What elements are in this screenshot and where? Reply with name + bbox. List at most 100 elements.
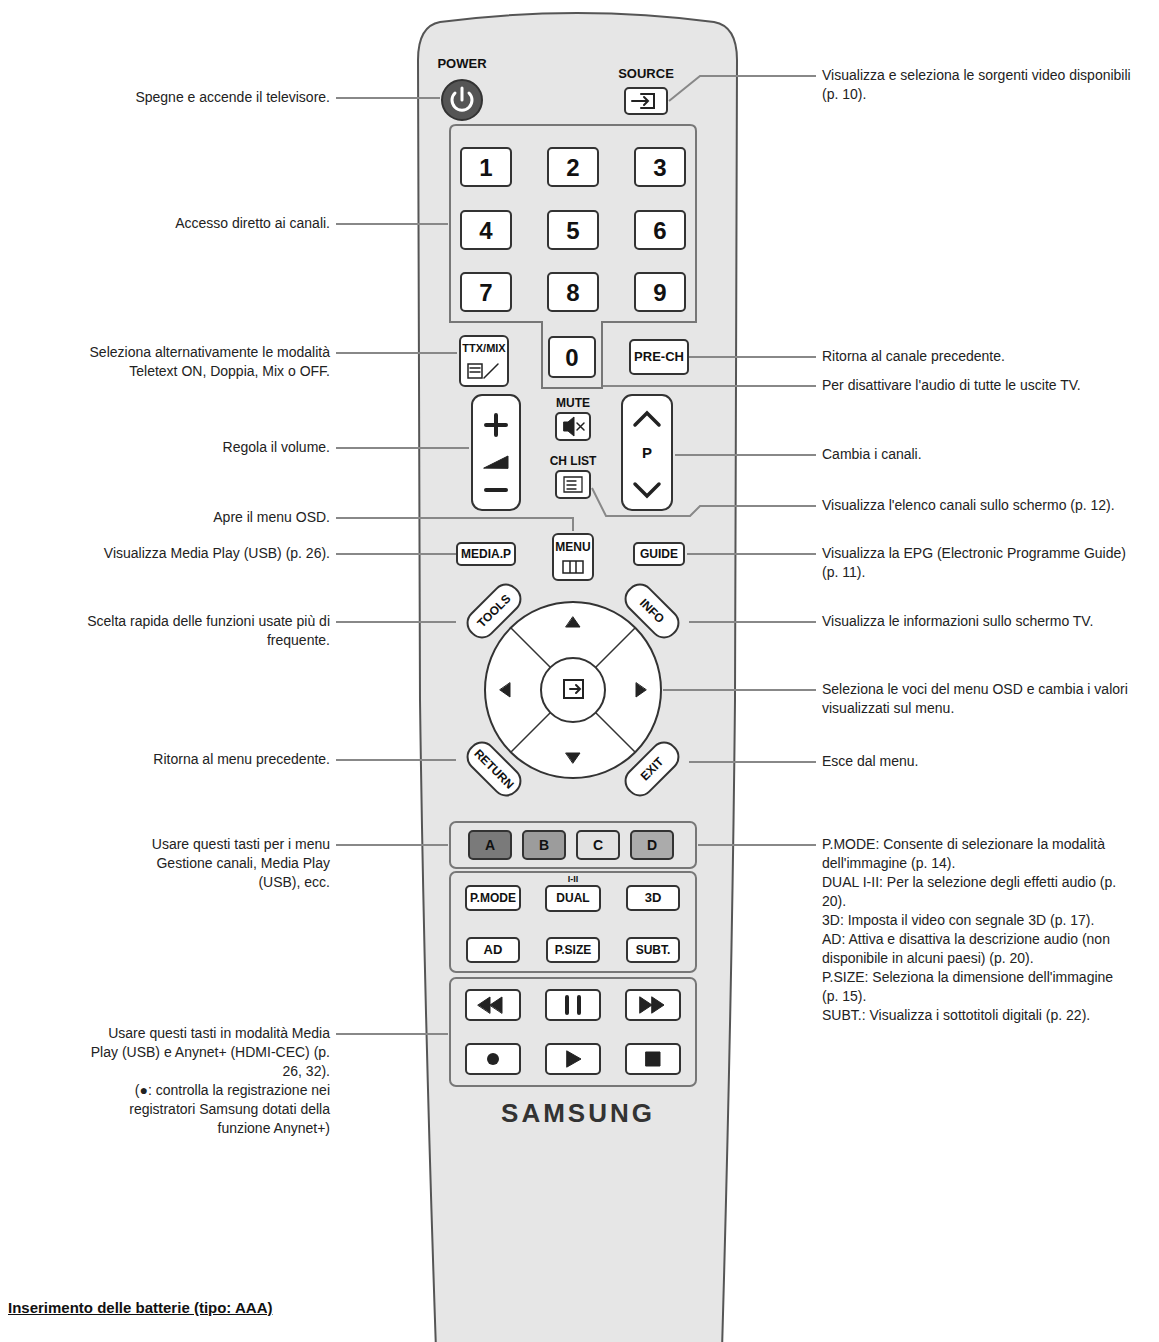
button-face — [625, 88, 667, 114]
callout-text: Seleziona alternativamente le modalità T… — [40, 343, 330, 381]
arrow-right — [636, 683, 646, 697]
button-face — [472, 395, 520, 510]
callout-text: (●: controlla la registrazione nei regis… — [80, 1081, 330, 1138]
leader-line — [669, 76, 816, 101]
leader-line — [336, 352, 457, 354]
button-label: 6 — [653, 217, 666, 244]
remote-button: AD — [466, 937, 520, 963]
button-label: I-II — [568, 873, 579, 885]
remote-button: MEDIA.P — [456, 542, 516, 566]
leader-line — [336, 553, 456, 555]
remote-body: SAMSUNGPOWERSOURCE123456789TTX/MIX0PRE-C… — [418, 15, 738, 1342]
list-icon — [564, 477, 582, 492]
remote-button: TTX/MIX — [460, 336, 508, 386]
button-label: RETURN — [471, 746, 517, 792]
button-label: 3D — [645, 890, 662, 906]
power-button — [442, 80, 482, 120]
remote-button: RETURN — [461, 736, 527, 802]
button-label: TTX/MIX — [462, 341, 505, 355]
button-face — [556, 471, 590, 498]
power-icon — [461, 88, 464, 100]
button-label: 1 — [479, 154, 492, 181]
button-face — [626, 990, 680, 1020]
button-label: 7 — [479, 279, 492, 306]
button-label: A — [485, 837, 495, 854]
button-label: 4 — [479, 217, 492, 244]
remote-button: C — [576, 830, 620, 860]
button-face — [556, 413, 590, 440]
button-face — [622, 395, 672, 510]
remote-button: GUIDE — [633, 542, 685, 566]
remote-button: INFO — [619, 578, 685, 644]
button-label: 2 — [566, 154, 579, 181]
leader-line — [336, 447, 469, 449]
callout-text: Usare questi tasti in modalità Media Pla… — [80, 1024, 330, 1081]
leader-line — [603, 385, 816, 387]
remote-button: TOOLS — [461, 578, 527, 644]
remote-button: I-IIDUAL — [546, 873, 600, 911]
callout-text: Ritorna al menu precedente. — [55, 750, 330, 769]
button-face — [546, 1044, 600, 1074]
remote-button: SUBT. — [626, 937, 680, 963]
button-label: SOURCE — [618, 66, 674, 82]
button-face — [546, 990, 600, 1020]
leader-line — [689, 761, 816, 763]
remote-button: SOURCE — [606, 66, 686, 116]
remote-button: 3D — [626, 885, 680, 911]
button-label: 3 — [653, 154, 666, 181]
pause-icon — [567, 997, 579, 1013]
button-face — [626, 1044, 680, 1074]
leader-line — [336, 1033, 448, 1035]
section-heading: Inserimento delle batterie (tipo: AAA) — [8, 1298, 408, 1317]
button-label: AD — [484, 942, 503, 958]
callout-text: Ritorna al canale precedente. — [822, 347, 1132, 366]
leader-line — [336, 759, 456, 761]
button-label: P — [642, 444, 652, 462]
button-label: B — [539, 837, 549, 854]
arrow-down — [566, 753, 580, 763]
button-face — [546, 886, 600, 911]
callout-text: Accesso diretto ai canali. — [55, 214, 330, 233]
button-group-frame — [450, 822, 696, 868]
callout-text: Visualizza e seleziona le sorgenti video… — [822, 66, 1132, 104]
callout-text: Visualizza le informazioni sullo schermo… — [822, 612, 1132, 631]
minus-symbol — [486, 488, 506, 492]
button-label: MENU — [555, 540, 590, 555]
menu-icon — [563, 561, 583, 573]
play-icon — [567, 1051, 581, 1067]
button-face — [460, 336, 508, 386]
remote-button: P.MODE — [465, 885, 521, 911]
leader-line — [592, 488, 816, 516]
remote-button: MENU — [553, 534, 593, 580]
callout-text: Regola il volume. — [55, 438, 330, 457]
leader-line — [675, 454, 816, 456]
remote-button: P.SIZE — [546, 937, 600, 963]
callout-text: P.SIZE: Seleziona la dimensione dell'imm… — [822, 968, 1132, 1006]
fast-forward-icon — [640, 997, 664, 1013]
remote-button: D — [630, 830, 674, 860]
remote-button: 5 — [547, 210, 599, 250]
callout-text: 3D: Imposta il video con segnale 3D (p. … — [822, 911, 1132, 930]
speaker-icon — [564, 417, 574, 436]
arrow-left — [500, 683, 510, 697]
enter-icon — [564, 680, 583, 698]
button-label: P.SIZE — [555, 943, 591, 958]
button-label: MUTE — [556, 396, 590, 411]
direction-ring — [485, 602, 661, 778]
button-label: 8 — [566, 279, 579, 306]
remote-button: PRE-CH — [629, 339, 689, 375]
callout-text: AD: Attiva e disattiva la descrizione au… — [822, 930, 1132, 968]
button-group-frame — [450, 978, 696, 1086]
button-label: POWER — [437, 56, 486, 72]
callout-text: Cambia i canali. — [822, 445, 1132, 464]
button-label: INFO — [637, 596, 668, 627]
arrow-up — [566, 617, 580, 627]
remote-body — [418, 13, 737, 1342]
remote-button: A — [468, 830, 512, 860]
remote-button: EXIT — [619, 736, 685, 802]
callout-text: Apre il menu OSD. — [55, 508, 330, 527]
remote-button: 2 — [547, 147, 599, 187]
up-chevron — [635, 413, 659, 425]
